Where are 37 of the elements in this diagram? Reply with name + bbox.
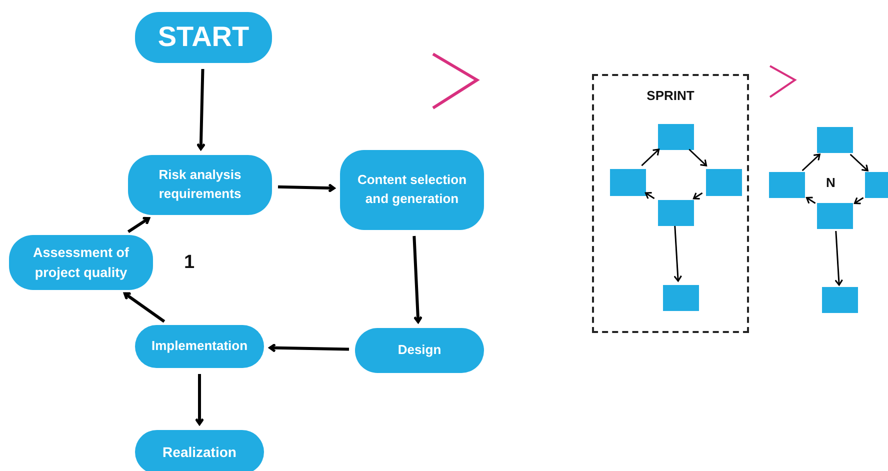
arrow [196, 68, 206, 150]
arrow [692, 192, 703, 200]
arrow [412, 236, 423, 324]
process-step: Design [355, 328, 484, 373]
process-step: Assessment of project quality [9, 235, 153, 290]
arrow [802, 154, 820, 172]
process-step: Risk analysis requirements [128, 155, 272, 215]
process-box [822, 287, 858, 313]
process-box [663, 285, 699, 311]
arrow [688, 148, 708, 166]
step-label: 1 [184, 252, 195, 274]
arrow [806, 196, 816, 204]
arrow [644, 192, 655, 200]
arrow [123, 292, 166, 323]
process-box [706, 169, 742, 196]
start-terminal: START [135, 12, 272, 63]
arrow [834, 230, 844, 286]
arrow [278, 183, 336, 193]
process-step: Content selection and generation [340, 150, 484, 230]
arrow [850, 154, 868, 172]
arrow [127, 216, 150, 233]
process-box [817, 203, 853, 229]
process-step: Realization [135, 430, 264, 471]
process-box [769, 172, 805, 198]
step-label: N [826, 175, 836, 190]
dashed-group-frame [592, 74, 749, 333]
group-title: SPRINT [646, 88, 696, 103]
arrow [854, 196, 864, 204]
process-box [610, 169, 646, 196]
process-step: Implementation [135, 325, 264, 368]
process-box [817, 127, 853, 153]
arrow [641, 148, 660, 166]
arrow [194, 374, 204, 426]
arrow [674, 226, 682, 282]
process-box [658, 200, 694, 226]
process-box [658, 124, 694, 150]
arrow [268, 343, 350, 353]
